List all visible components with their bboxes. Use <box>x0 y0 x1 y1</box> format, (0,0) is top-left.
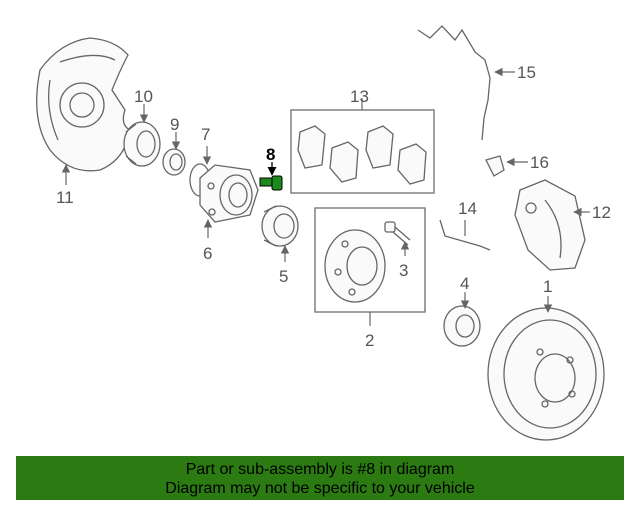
seal-part <box>162 148 186 176</box>
callout-15: 15 <box>517 63 536 82</box>
callout-1: 1 <box>543 277 552 296</box>
hub-part <box>199 164 259 223</box>
caliper-part <box>514 179 586 271</box>
callout-11: 11 <box>56 188 74 207</box>
brake-hose-part <box>439 219 491 251</box>
bolt-part-highlighted <box>259 175 283 191</box>
callout-6: 6 <box>203 244 212 263</box>
callout-10: 10 <box>134 87 153 106</box>
callout-2: 2 <box>365 331 374 350</box>
hub-bolt-part <box>384 221 411 246</box>
hub-assembly-part <box>324 229 386 303</box>
callout-9: 9 <box>170 115 179 134</box>
callout-8: 8 <box>266 145 275 164</box>
brake-rotor-part <box>487 307 605 441</box>
abs-wire-part <box>417 25 491 141</box>
bearing-race-part <box>443 305 481 347</box>
abs-sensor-part <box>485 155 505 177</box>
callout-14: 14 <box>458 199 477 218</box>
banner-line-part: Part or sub-assembly is #8 in diagram <box>185 461 455 478</box>
callout-13: 13 <box>350 87 369 106</box>
parts-diagram: 11 10 9 7 6 8 5 <box>36 25 611 441</box>
dust-shield-part <box>36 37 131 172</box>
callout-3: 3 <box>399 261 408 280</box>
banner-line-disclaimer: Diagram may not be specific to your vehi… <box>165 480 475 497</box>
bearing-part <box>123 121 161 167</box>
wheel-bearing-part <box>261 205 299 247</box>
info-banner: Part or sub-assembly is #8 in diagram Di… <box>16 456 624 500</box>
callout-16: 16 <box>530 153 549 172</box>
brake-pads-part <box>297 125 427 185</box>
callout-4: 4 <box>460 274 469 293</box>
callout-5: 5 <box>279 267 288 286</box>
callout-7: 7 <box>201 125 210 144</box>
callout-12: 12 <box>592 203 611 222</box>
